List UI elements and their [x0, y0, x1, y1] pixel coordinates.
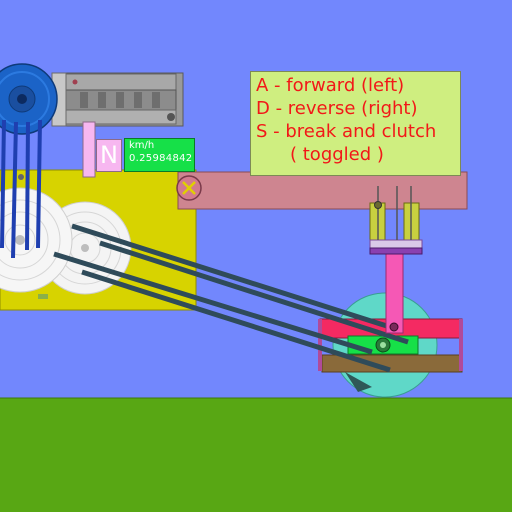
- wheel-side-right: [459, 319, 463, 371]
- wheel-side-left: [318, 319, 322, 371]
- drive-rods[interactable]: [53, 223, 409, 373]
- chassis-tag: [38, 294, 48, 299]
- gear-large-left[interactable]: [0, 187, 73, 293]
- motor-drive-rods: [0, 119, 42, 259]
- top-beam[interactable]: [177, 171, 468, 210]
- motor-wheel[interactable]: [0, 63, 67, 135]
- help-line-brake: S - break and clutch: [256, 121, 437, 142]
- controls-help-panel: A - forward (left) D - reverse (right) S…: [250, 71, 461, 176]
- pusher-rod[interactable]: [385, 242, 404, 334]
- speedometer: km/h 0.25984842: [124, 138, 195, 172]
- speed-unit: km/h: [129, 140, 155, 151]
- x-pivot-icon[interactable]: [176, 175, 202, 201]
- help-line-reverse: D - reverse (right): [256, 98, 418, 119]
- gear-value: N: [100, 141, 118, 169]
- speed-value: 0.25984842: [129, 153, 193, 164]
- help-line-forward: A - forward (left): [256, 75, 405, 96]
- gear-housing[interactable]: [57, 72, 184, 127]
- spring-bracket[interactable]: [369, 186, 423, 255]
- wheel-hub[interactable]: [347, 335, 419, 355]
- ground: [0, 398, 512, 512]
- screw-icon: [389, 322, 399, 332]
- gear-indicator: N: [96, 139, 122, 172]
- help-line-toggled: ( toggled ): [290, 144, 384, 165]
- shift-rod[interactable]: [82, 121, 96, 178]
